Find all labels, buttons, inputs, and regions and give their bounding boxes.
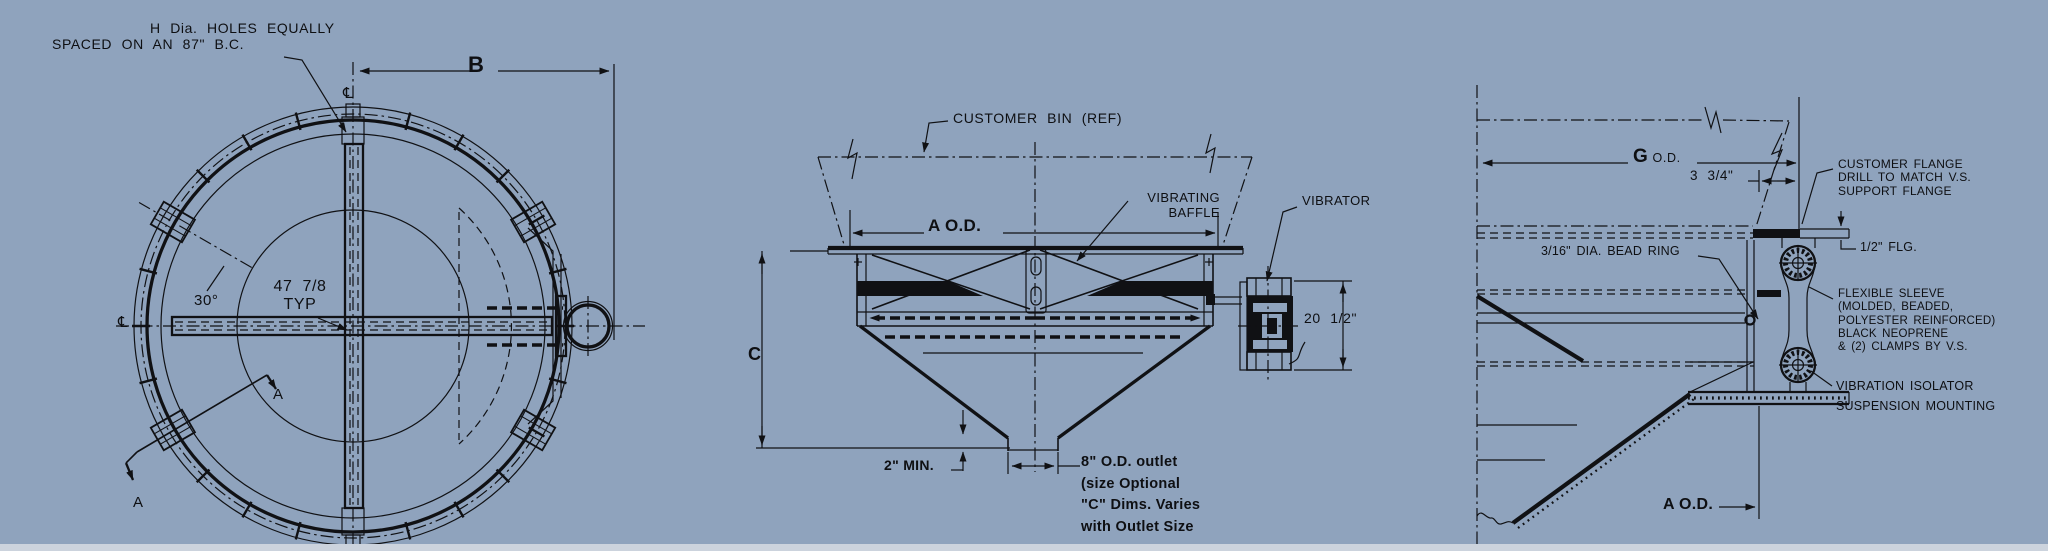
bead-ring-note: 3/16" DIA. BEAD RING <box>1541 244 1680 258</box>
flexible-sleeve-note-line3: POLYESTER REINFORCED) <box>1838 314 1996 327</box>
centerline-symbol-top: ℄ <box>343 85 354 102</box>
isolator-note: VIBRATION ISOLATOR SUSPENSION MOUNTING <box>1836 376 1995 416</box>
detail-bin-wall <box>1477 106 1790 228</box>
section-cut-line <box>124 374 277 481</box>
dim-aod-right-lines <box>1719 406 1760 519</box>
flexible-sleeve-leader <box>1808 286 1834 300</box>
spacing-dim-leader <box>317 317 348 331</box>
outlet-note-line3: "C" Dims. Varies <box>1081 497 1201 513</box>
dim-aod-lines <box>849 210 1219 247</box>
dim-b-label: B <box>468 52 485 77</box>
section-label-upper: A <box>273 386 284 403</box>
centerline-symbol-left: ℄ <box>118 314 129 331</box>
detail-view <box>1475 85 1856 551</box>
customer-bin-note: CUSTOMER BIN (REF) <box>953 110 1123 126</box>
clearance-dim-label: 2" MIN. <box>884 457 934 473</box>
aod-dim-label: A O.D. <box>928 216 982 235</box>
hidden-baffle-arc <box>458 207 513 445</box>
paper-edge <box>0 544 2048 551</box>
flexible-sleeve-note: FLEXIBLE SLEEVE (MOLDED, BEADED, POLYEST… <box>1838 288 1995 354</box>
plan-vibrator <box>527 227 614 425</box>
dim-c-lines <box>756 250 1010 449</box>
god-dim-letter: G <box>1633 146 1649 167</box>
vibrator-height-dim-label: 20 1/2" <box>1304 310 1358 326</box>
god-dim-suffix: O.D. <box>1652 151 1681 165</box>
flexible-sleeve-note-line2: (MOLDED, BEADED, <box>1838 301 1954 314</box>
dim-god-lines <box>1482 97 1800 229</box>
bolt-spacing-line1: 47 7/8 <box>273 278 327 295</box>
outlet-note-line4: with Outlet Size <box>1081 518 1194 535</box>
vibrator-note: VIBRATOR <box>1302 193 1371 208</box>
customer-flange-note: CUSTOMER FLANGE DRILL TO MATCH V.S. SUPP… <box>1838 157 1971 198</box>
flange-offset-dim-label: 3 3/4" <box>1690 168 1734 183</box>
vibrating-baffle-line2: BAFFLE <box>1168 205 1220 220</box>
dim-flg-lines <box>1837 211 1856 250</box>
bolt-spacing-dim: 47 7/8 TYP <box>255 278 345 314</box>
flexible-sleeve-note-line1: FLEXIBLE SLEEVE <box>1838 288 1945 300</box>
customer-flange-leader <box>1801 168 1834 225</box>
isolator-leader <box>1810 370 1833 387</box>
customer-bin-leader <box>922 120 949 153</box>
dim-2min-lines <box>951 410 967 471</box>
holes-note: H Dia. HOLES EQUALLY SPACED ON AN 87" B.… <box>52 20 335 52</box>
customer-bin-outline <box>817 133 1253 249</box>
vibrating-baffle-line1: VIBRATING <box>1147 190 1220 205</box>
bead-ring-leader <box>1697 255 1759 320</box>
flexible-sleeve-note-line5: & (2) CLAMPS BY V.S. <box>1838 341 1968 354</box>
section-view <box>756 120 1352 474</box>
section-label-lower: A <box>133 494 144 511</box>
plan-view <box>116 56 645 551</box>
god-dim-label: G O.D. <box>1633 146 1681 168</box>
angle-dim-leader <box>206 265 225 292</box>
outlet-note: 8" O.D. outlet (size Optional "C" Dims. … <box>1081 452 1200 538</box>
mounting-lugs <box>138 200 557 452</box>
customer-flange-note-line3: SUPPORT FLANGE <box>1838 183 1952 198</box>
isolator-note-line1: VIBRATION ISOLATOR <box>1836 379 1974 393</box>
holes-note-leader <box>283 56 347 133</box>
vibrator-leader <box>1265 206 1298 282</box>
flexible-sleeve-section <box>1475 240 1756 461</box>
cone-section <box>1476 361 1850 529</box>
vibrator-assembly <box>1206 266 1300 382</box>
activator-body <box>854 248 1214 327</box>
dim-vibrator-height-lines <box>1288 280 1352 371</box>
dim-334-lines <box>1748 170 1796 192</box>
outlet-note-line2: (size Optional <box>1081 475 1181 492</box>
holes-note-line1: H Dia. HOLES EQUALLY <box>150 20 335 36</box>
dim-outlet-lines <box>1007 452 1080 474</box>
isolator-note-line2: SUSPENSION MOUNTING <box>1836 399 1996 413</box>
flexible-sleeve-note-line4: BLACK NEOPRENE <box>1838 327 1949 340</box>
flange-thickness-dim-label: 1/2" FLG. <box>1860 240 1917 254</box>
customer-flange-section <box>1477 225 1850 248</box>
vibrating-baffle-leader <box>1076 200 1129 262</box>
customer-flange-note-line1: CUSTOMER FLANGE <box>1838 157 1963 171</box>
vibration-isolator-mount <box>1757 244 1817 392</box>
aod-right-dim-label: A O.D. <box>1663 496 1714 513</box>
vibrating-baffle-note: VIBRATING BAFFLE <box>1118 190 1220 220</box>
angle-dim-label: 30° <box>194 292 219 309</box>
holes-note-line2: SPACED ON AN 87" B.C. <box>52 36 245 52</box>
outlet-note-line1: 8" O.D. outlet <box>1081 454 1178 470</box>
c-dim-label: C <box>748 344 762 364</box>
dim-b-lines <box>359 64 615 340</box>
customer-flange-note-line2: DRILL TO MATCH V.S. <box>1838 170 1971 185</box>
bolt-spacing-line2: TYP <box>283 296 317 313</box>
